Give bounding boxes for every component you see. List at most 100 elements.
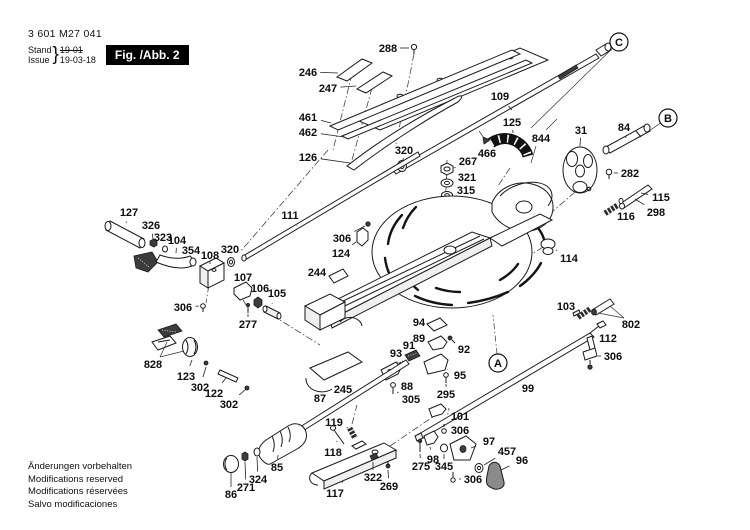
pivot <box>443 245 457 255</box>
leader-line <box>340 85 357 88</box>
part-label: 119 <box>325 417 343 429</box>
leader-line <box>189 359 193 367</box>
washer-457 <box>474 463 484 473</box>
leader-line <box>202 366 207 378</box>
rod-87 <box>291 359 410 437</box>
part-label: 125 <box>503 117 521 129</box>
part-label: 97 <box>483 436 495 448</box>
pin-275 <box>417 438 423 452</box>
fence-clamp-group <box>417 403 505 490</box>
handwheel-31 <box>562 146 598 194</box>
leader-line <box>351 241 357 246</box>
leader-line <box>429 446 432 450</box>
part-label: 106 <box>251 283 269 295</box>
part-label: 802 <box>622 319 640 331</box>
screw-302-a <box>203 360 209 366</box>
rod-802 <box>572 298 625 319</box>
washer-345 <box>440 443 448 453</box>
part-label: 275 <box>412 461 430 473</box>
leader-line <box>256 456 259 472</box>
part-label: 114 <box>560 253 579 265</box>
footer-line-es: Salvo modificaciones <box>28 498 118 510</box>
part-label: 320 <box>395 145 413 157</box>
detail-ref-label-A: A <box>494 358 502 370</box>
rod-84 <box>602 123 651 179</box>
part-label: 31 <box>575 125 587 137</box>
detail-ref-line <box>648 122 661 132</box>
pin-277 <box>245 302 250 313</box>
part-label: 117 <box>326 488 344 500</box>
part-label: 324 <box>249 474 268 486</box>
clamp-107 <box>233 281 253 301</box>
footer-notice: Änderungen vorbehalten Modifications res… <box>28 461 132 511</box>
screw-306-a <box>365 221 371 227</box>
part-label: 282 <box>621 168 639 180</box>
part-label: 123 <box>177 371 195 383</box>
part-label: 322 <box>364 472 382 484</box>
screw-92 <box>447 335 456 344</box>
leader-line <box>396 391 399 394</box>
plate-244 <box>328 268 349 284</box>
part-label: 277 <box>239 319 257 331</box>
part-label: 89 <box>413 333 425 345</box>
leader-line <box>320 119 332 124</box>
part-label: 85 <box>271 462 283 474</box>
knob-114 <box>540 238 556 255</box>
part-label: 306 <box>451 425 469 437</box>
spring-119 <box>346 425 358 440</box>
part-label: 88 <box>401 381 413 393</box>
part-label: 345 <box>435 461 453 473</box>
part-label: 108 <box>201 250 219 262</box>
part-label: 457 <box>498 446 516 458</box>
leader-line <box>320 158 351 164</box>
footer-line-de: Änderungen vorbehalten <box>28 461 133 472</box>
turntable <box>303 181 556 331</box>
plate-94 <box>426 317 448 332</box>
grip-85 <box>258 423 307 465</box>
knob-91 <box>404 349 421 362</box>
cap-86 <box>223 455 239 473</box>
leader-line <box>483 457 496 466</box>
screw-305 <box>390 382 396 394</box>
ring-323 <box>162 245 168 253</box>
washer-321 <box>440 178 454 188</box>
part-label: 844 <box>532 133 551 145</box>
leader-line <box>508 105 513 111</box>
part-label: 306 <box>174 302 192 314</box>
bracket-97 <box>449 435 477 461</box>
detent-group-828 <box>151 323 250 391</box>
part-label: 295 <box>437 389 455 401</box>
rod-115-assembly <box>602 184 653 217</box>
part-label: 87 <box>314 393 326 405</box>
part-label: 298 <box>647 207 665 219</box>
footer-line-fr: Modifications réservées <box>28 486 128 497</box>
leader-line <box>640 192 649 195</box>
leader-line <box>555 249 558 252</box>
part-label: 354 <box>182 245 201 257</box>
part-label: 305 <box>402 394 420 406</box>
part-label: 105 <box>268 288 286 300</box>
nut-267 <box>440 162 454 176</box>
part-label: 302 <box>191 382 209 394</box>
detail-ref-circle-C <box>609 32 629 52</box>
detail-ref-line <box>492 314 498 355</box>
fence-strip-462 <box>340 59 534 140</box>
leader-line <box>221 377 227 384</box>
issue-date: 19-03-18 <box>59 55 96 65</box>
part-label: 84 <box>618 122 631 134</box>
part-label: 288 <box>379 43 397 55</box>
brace: } <box>52 44 59 65</box>
title-block: 3 601 M27 041 Stand Issue } 19-01 19-03-… <box>28 28 189 66</box>
part-label: 103 <box>557 301 575 313</box>
detail-ref-circle-B <box>658 108 678 128</box>
nut-326 <box>149 238 158 248</box>
part-label: 306 <box>464 474 482 486</box>
leader-line <box>453 166 456 169</box>
part-label: 126 <box>299 152 317 164</box>
leader-line <box>387 469 389 479</box>
pad <box>157 323 183 338</box>
clamp-98 <box>423 430 439 446</box>
plate-247 <box>355 71 394 94</box>
screw-118 <box>329 425 345 445</box>
